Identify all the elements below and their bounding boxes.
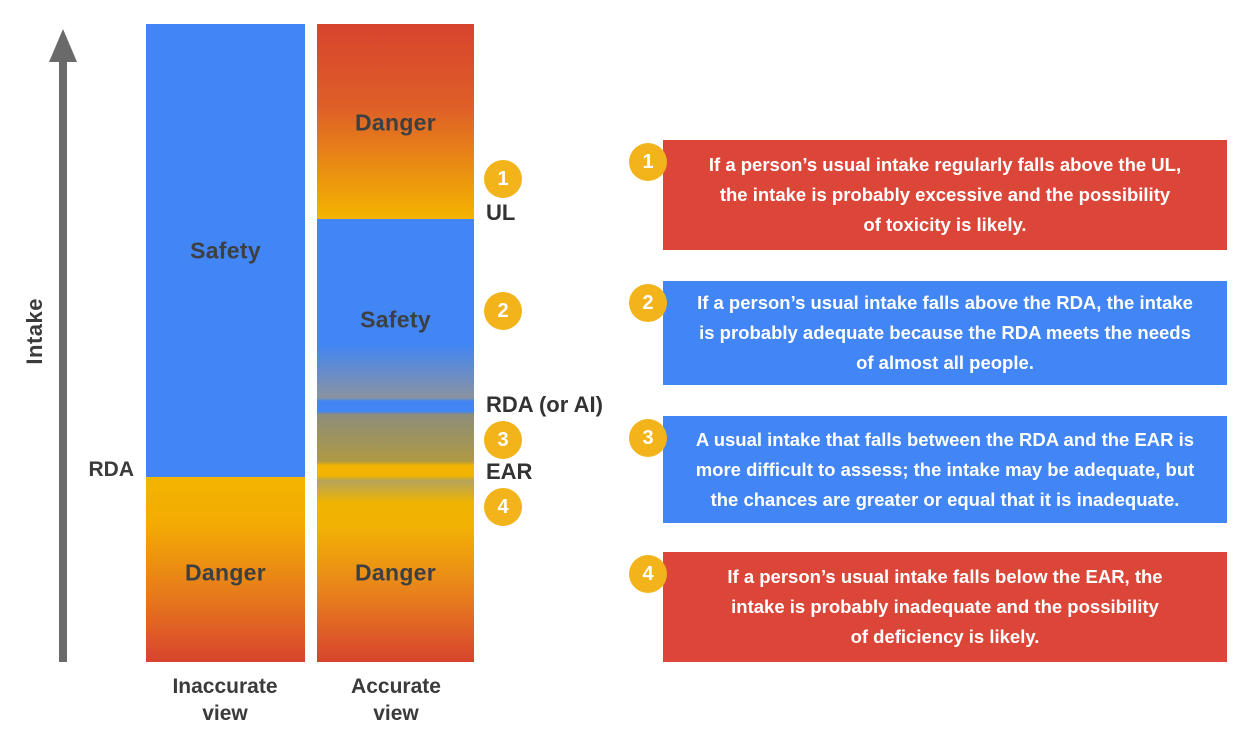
accurate-safety-zone-label: Safety <box>360 306 431 333</box>
accurate-danger-bottom-zone-label: Danger <box>354 559 437 586</box>
note-box-2: 2 If a person’s usual intake falls above… <box>629 281 1227 385</box>
note-box-3: 3 A usual intake that falls between the … <box>629 416 1227 523</box>
intake-axis-line <box>59 52 67 662</box>
note-1-badge: 1 <box>629 143 667 181</box>
note-2-text: If a person’s usual intake falls above t… <box>697 292 1193 373</box>
rda-threshold-label-left: RDA <box>88 458 135 481</box>
note-3-badge: 3 <box>629 419 667 457</box>
bar-accurate-view: Danger Safety Danger <box>317 24 474 662</box>
inaccurate-safety-zone-label: Safety <box>190 237 261 264</box>
marker-badge-2: 2 <box>484 292 522 330</box>
marker-badge-1: 1 <box>484 160 522 198</box>
note-4-badge: 4 <box>629 555 667 593</box>
accurate-view-caption: Accurate view <box>351 675 441 725</box>
marker-badge-4: 4 <box>484 488 522 526</box>
accurate-danger-top-zone-label: Danger <box>354 109 437 136</box>
inaccurate-danger-zone-label: Danger <box>184 559 267 586</box>
intake-axis-label: Intake <box>22 298 47 365</box>
note-3-text: A usual intake that falls between the RD… <box>695 428 1195 510</box>
note-1-text: If a person’s usual intake regularly fal… <box>708 154 1182 235</box>
note-box-1: 1 If a person’s usual intake regularly f… <box>629 140 1227 250</box>
rda-ai-threshold-label: RDA (or AI) <box>486 392 603 417</box>
note-4-text: If a person’s usual intake falls below t… <box>727 566 1163 647</box>
bar-inaccurate-view: Safety Danger <box>146 24 305 662</box>
ear-threshold-label: EAR <box>486 459 533 484</box>
inaccurate-view-caption: Inaccurate view <box>172 675 278 725</box>
note-box-4: 4 If a person’s usual intake falls below… <box>629 552 1227 662</box>
note-2-badge: 2 <box>629 284 667 322</box>
ul-threshold-label: UL <box>486 200 516 225</box>
marker-badge-3: 3 <box>484 421 522 459</box>
